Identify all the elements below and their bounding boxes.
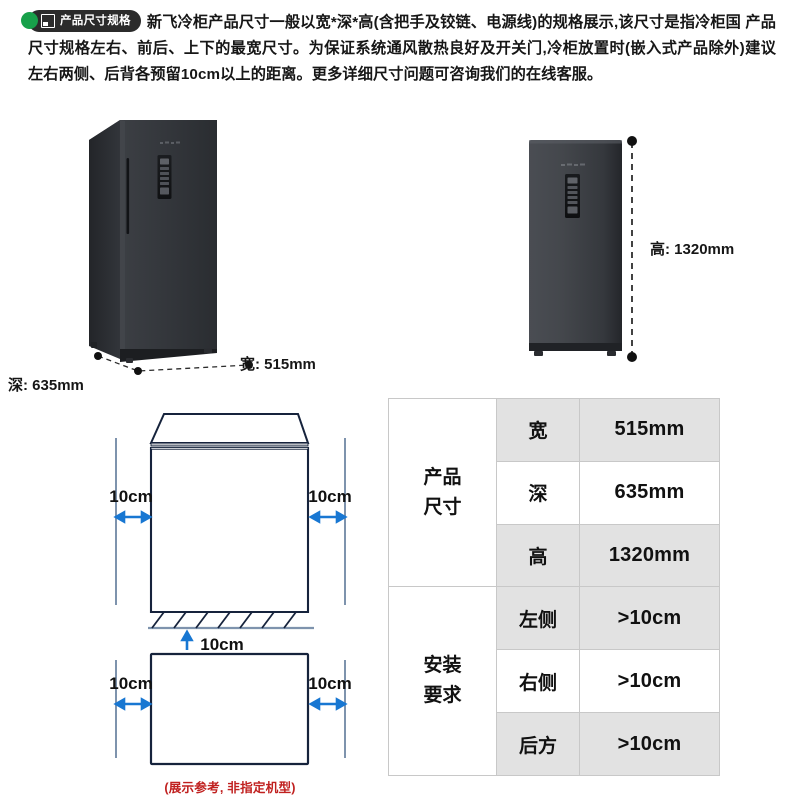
clearance-diagram-top: 10cm 10cm <box>109 652 352 766</box>
row-value: >10cm <box>579 586 720 651</box>
clearance-top-right-label: 10cm <box>308 674 351 693</box>
row-key: 后方 <box>496 712 580 776</box>
intro-paragraph: 产品尺寸规格新飞冷柜产品尺寸一般以宽*深*高(含把手及铰链、电源线)的规格展示,… <box>21 9 776 88</box>
spec-table: 产品 尺寸 宽 515mm 深 635mm 高 1320mm 安装 要求 左侧 <box>388 397 720 776</box>
intro-text: 新飞冷柜产品尺寸一般以宽*深*高(含把手及铰链、电源线)的规格展示,该尺寸是指冷… <box>28 14 776 83</box>
row-value: 515mm <box>579 398 720 462</box>
row-key: 宽 <box>496 398 580 462</box>
clearance-top-left-label: 10cm <box>109 674 152 693</box>
row-value: >10cm <box>579 649 720 714</box>
table-row: 安装 要求 左侧 >10cm <box>388 586 720 776</box>
group-label-line2: 要求 <box>423 685 462 707</box>
document-spec-icon <box>41 13 55 28</box>
row-value: 635mm <box>579 460 720 525</box>
row-value: 1320mm <box>579 523 720 588</box>
group-label-line1: 安装 <box>423 655 462 677</box>
table-row: 深 635mm <box>389 460 720 525</box>
width-dimension-label: 宽: 515mm <box>240 356 316 373</box>
table-row: 后方 >10cm <box>389 712 720 776</box>
row-key: 高 <box>496 523 580 588</box>
clearance-wall-gap-label: 10cm <box>200 635 243 650</box>
group-label-product-dimensions: 产品 尺寸 <box>388 397 497 588</box>
header-block: 产品尺寸规格新飞冷柜产品尺寸一般以宽*深*高(含把手及铰链、电源线)的规格展示,… <box>21 9 776 88</box>
badge-label: 产品尺寸规格 <box>60 14 131 27</box>
clearance-front-right-label: 10cm <box>308 487 351 506</box>
group-label-line1: 产品 <box>423 466 462 488</box>
table-row: 产品 尺寸 宽 515mm <box>388 397 720 588</box>
spec-badge: 产品尺寸规格 <box>21 9 141 32</box>
height-dimension-label: 高: 1320mm <box>650 241 735 258</box>
row-value: >10cm <box>579 712 720 776</box>
depth-dimension-label: 深: 635mm <box>8 377 84 394</box>
table-row: 高 1320mm <box>389 523 720 588</box>
reference-note: (展示参考, 非指定机型) <box>164 781 296 795</box>
group-label-installation-requirements: 安装 要求 <box>388 586 497 776</box>
footprint-dimension-lines <box>94 352 253 375</box>
clearance-front-left-label: 10cm <box>109 487 152 506</box>
refrigerator-front-illustration <box>529 140 622 356</box>
badge-dot-icon <box>21 12 38 30</box>
row-key: 右侧 <box>496 649 580 714</box>
height-dimension-line <box>627 136 637 362</box>
refrigerator-3d-illustration <box>89 120 217 363</box>
group-label-line2: 尺寸 <box>423 496 462 518</box>
row-key: 深 <box>496 460 580 525</box>
table-row: 右侧 >10cm <box>389 649 720 714</box>
row-key: 左侧 <box>496 586 580 651</box>
clearance-diagram-front: 10cm 10cm 10cm <box>109 413 352 650</box>
